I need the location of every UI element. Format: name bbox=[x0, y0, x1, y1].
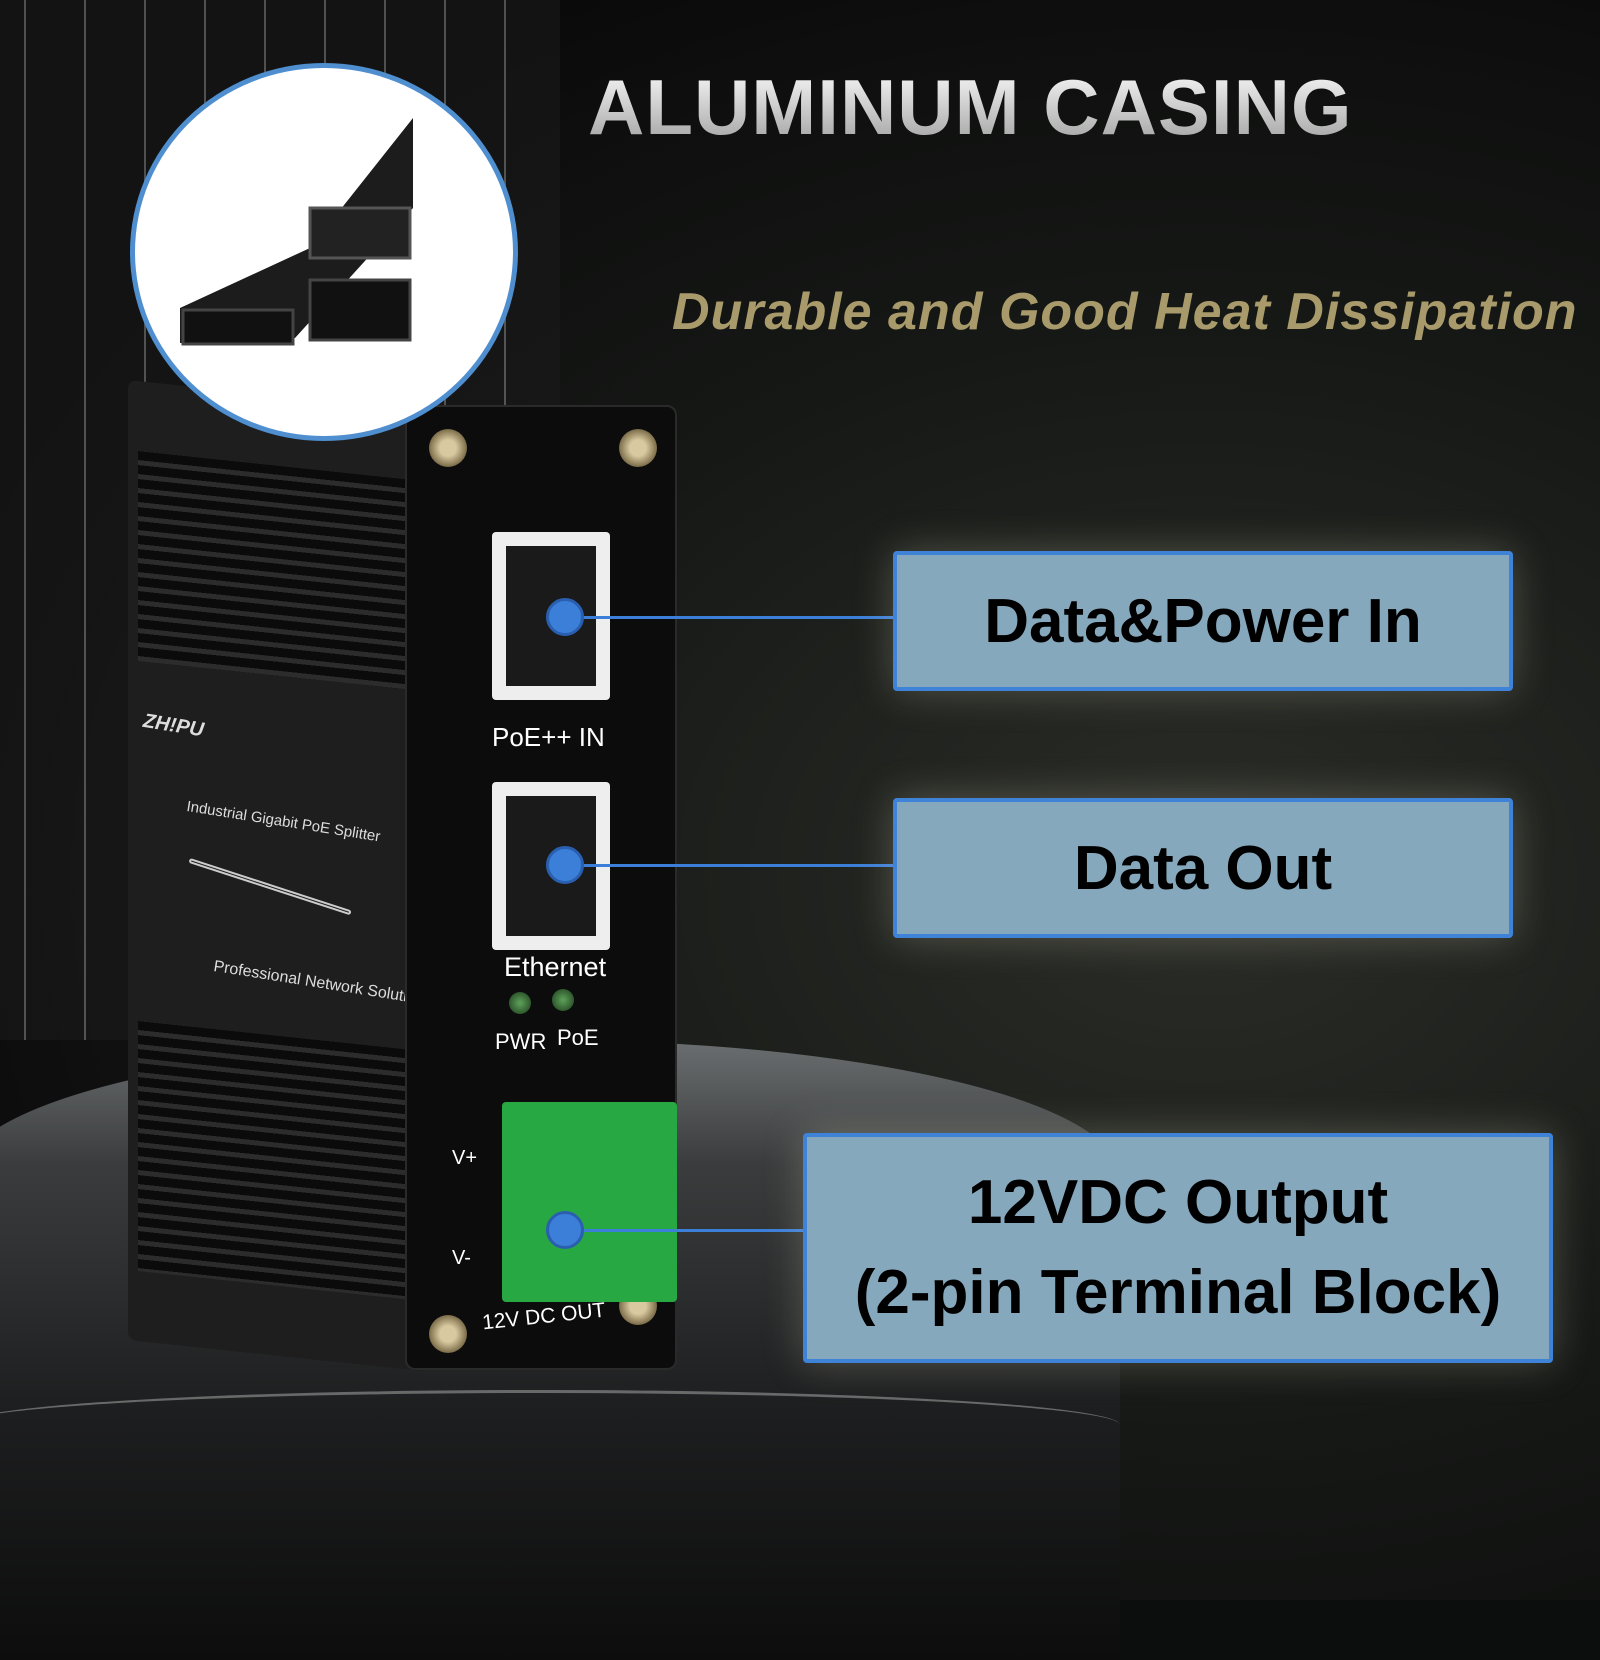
connector-line bbox=[583, 864, 898, 867]
v-plus-label: V+ bbox=[452, 1147, 478, 1169]
poe-label: PoE bbox=[557, 1025, 599, 1050]
marker-dot-icon bbox=[546, 1211, 584, 1249]
heat-fins-bottom bbox=[138, 1021, 418, 1301]
poe-led-icon bbox=[552, 989, 574, 1011]
device-front-panel: PoE++ IN Ethernet PWR PoE V+ V- 12V DC O… bbox=[405, 405, 677, 1370]
pwr-led-icon bbox=[509, 992, 531, 1014]
callout-text: Data Out bbox=[1073, 833, 1333, 903]
marker-dot-icon bbox=[546, 846, 584, 884]
page-subtitle: Durable and Good Heat Dissipation bbox=[672, 283, 1578, 341]
connector-line bbox=[583, 616, 898, 619]
page-title: ALUMINUM CASING bbox=[588, 63, 1353, 151]
screw-icon bbox=[429, 429, 467, 467]
ethernet-label: Ethernet bbox=[504, 952, 607, 982]
callout-text: Data&Power In bbox=[984, 586, 1422, 656]
marker-dot-icon bbox=[546, 598, 584, 636]
pedestal-rim bbox=[0, 1390, 1120, 1460]
aluminum-profile-inset bbox=[130, 63, 518, 441]
callout-text-line2: (2-pin Terminal Block) bbox=[854, 1258, 1502, 1327]
v-minus-label: V- bbox=[452, 1247, 471, 1269]
callout-text-line1: 12VDC Output bbox=[967, 1168, 1389, 1238]
pwr-label: PWR bbox=[495, 1029, 547, 1054]
aluminum-tube-icon bbox=[180, 118, 413, 346]
heat-fins-top bbox=[138, 451, 418, 691]
device-side-panel bbox=[128, 380, 428, 1372]
poe-in-label: PoE++ IN bbox=[492, 722, 605, 752]
callout-data-out: Data Out bbox=[893, 798, 1513, 938]
callout-12vdc-output: 12VDC Output (2-pin Terminal Block) bbox=[803, 1133, 1553, 1363]
terminal-block[interactable] bbox=[502, 1102, 677, 1302]
callout-data-power-in: Data&Power In bbox=[893, 551, 1513, 691]
connector-line bbox=[583, 1229, 808, 1232]
screw-icon bbox=[619, 429, 657, 467]
screw-icon bbox=[429, 1315, 467, 1353]
dc-out-label: 12V DC OUT bbox=[481, 1298, 607, 1335]
